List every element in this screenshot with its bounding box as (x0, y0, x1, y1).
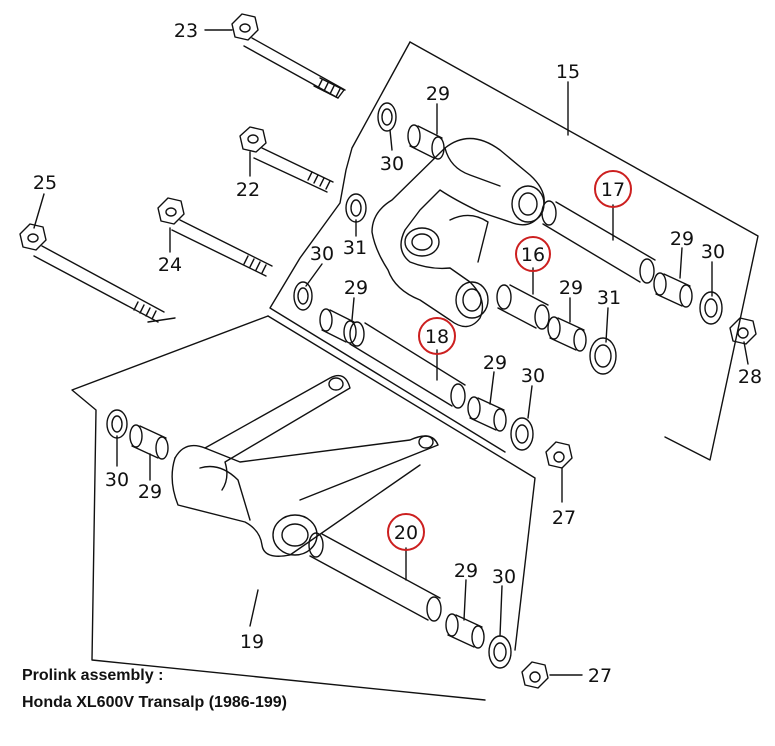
seal-31-b (589, 337, 617, 375)
seal-30-b (293, 281, 313, 311)
highlight-circle-16 (515, 236, 551, 272)
part-label-29-b: 29 (344, 277, 368, 299)
part-label-29-c: 29 (670, 228, 694, 250)
bearing-29-f (129, 424, 169, 460)
pin-20 (308, 532, 442, 622)
leader-lines (33, 29, 749, 676)
part-label-22: 22 (236, 179, 260, 201)
seal-30-f (488, 635, 512, 669)
part-label-18: 18 (425, 326, 449, 348)
seal-30-c (699, 291, 723, 325)
part-label-30-f: 30 (492, 566, 516, 588)
bolt-25 (19, 223, 165, 323)
part-label-31-a: 31 (343, 237, 367, 259)
seal-30-e (106, 409, 128, 439)
lower-link-19 (171, 374, 439, 557)
part-label-29-d: 29 (559, 277, 583, 299)
caption-model: Honda XL600V Transalp (1986-199) (22, 694, 287, 711)
part-label-27-lower: 27 (588, 665, 612, 687)
collar-16 (496, 284, 550, 330)
upper-arm-group-outline (269, 41, 759, 461)
seal-30-d (510, 417, 534, 451)
part-label-30-d: 30 (521, 365, 545, 387)
highlight-circle-20 (387, 513, 425, 551)
part-label-23: 23 (174, 20, 198, 42)
seal-31-a (345, 193, 367, 223)
bolt-24 (157, 197, 273, 277)
lower-link-group-outline (71, 315, 536, 701)
bearing-29-b (319, 308, 357, 344)
bearing-29-a (407, 124, 445, 160)
pin-17 (541, 200, 656, 284)
part-label-20: 20 (394, 522, 418, 544)
nut-28 (729, 317, 757, 345)
caption-title: Prolink assembly : (22, 667, 164, 684)
highlight-circle-18 (418, 317, 456, 355)
part-label-30-a: 30 (380, 153, 404, 175)
part-label-30-e: 30 (105, 469, 129, 491)
nut-27-lower (521, 661, 549, 689)
part-label-31-b: 31 (597, 287, 621, 309)
seal-30-a (377, 102, 397, 132)
part-label-30-b: 30 (310, 243, 334, 265)
bolt-22 (239, 126, 334, 193)
part-label-17: 17 (601, 179, 625, 201)
part-label-27-upper: 27 (552, 507, 576, 529)
bolt-23 (231, 13, 346, 99)
part-label-28: 28 (738, 366, 762, 388)
bearing-29-d (547, 316, 587, 352)
pin-18 (349, 321, 466, 409)
part-label-15: 15 (556, 61, 580, 83)
bearing-29-c (653, 272, 693, 308)
part-label-29-f: 29 (138, 481, 162, 503)
part-label-16: 16 (521, 244, 545, 266)
part-label-29-g: 29 (454, 560, 478, 582)
part-label-30-c: 30 (701, 241, 725, 263)
part-label-29-a: 29 (426, 83, 450, 105)
bearing-29-g (445, 613, 485, 649)
part-label-24: 24 (158, 254, 182, 276)
highlight-circle-17 (594, 170, 632, 208)
bolt-25-leader (147, 317, 176, 323)
part-label-29-e: 29 (483, 352, 507, 374)
nut-27-upper (545, 441, 573, 469)
bearing-29-e (467, 396, 507, 432)
part-label-25: 25 (33, 172, 57, 194)
part-label-19: 19 (240, 631, 264, 653)
